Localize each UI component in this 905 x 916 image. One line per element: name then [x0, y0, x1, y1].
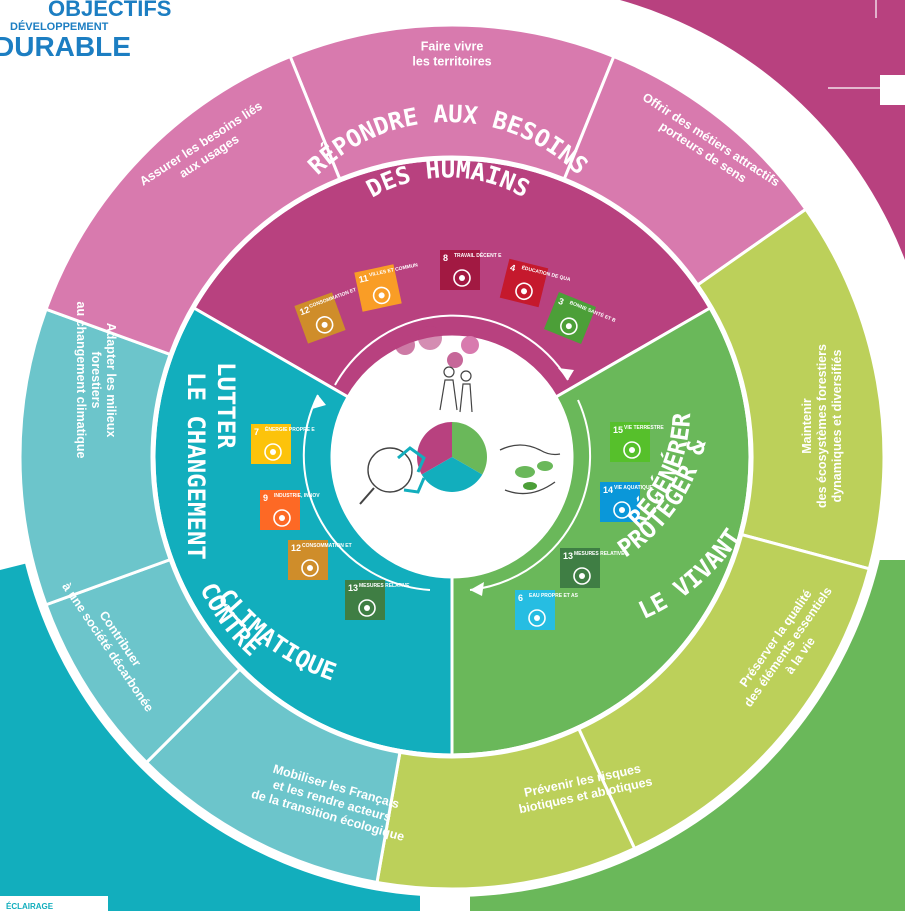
outer-label-line: Faire vivre [421, 40, 484, 54]
outer-label-line: des écosystèmes forestiers [815, 344, 829, 508]
outer-ring [18, 23, 886, 891]
outer-label-line: dynamiques et diversifiés [830, 350, 844, 503]
title-climat-line2: LE CHANGEMENT [182, 372, 210, 560]
book-icon [515, 282, 533, 301]
outer-label-line: les territoires [412, 55, 491, 69]
svg-text:7: 7 [254, 427, 259, 437]
infinity-icon [315, 316, 334, 334]
svg-text:12: 12 [291, 543, 301, 553]
svg-text:EAU PROPRE ET AS: EAU PROPRE ET AS [529, 593, 579, 599]
svg-text:ÉNERGIE PROPRE E: ÉNERGIE PROPRE E [265, 425, 315, 433]
header-line1: OBJECTIFS [48, 0, 171, 21]
people-flowers-illustration [395, 326, 479, 413]
svg-text:4: 4 [509, 262, 516, 273]
sdg-icon-8: 8 TRAVAIL DÉCENT E [440, 250, 502, 290]
svg-text:CONSOMMATION ET: CONSOMMATION ET [302, 543, 352, 549]
title-climat-line1: LUTTER [212, 362, 240, 449]
heartbeat-icon [560, 317, 578, 335]
outer-label-line: Maintenir [800, 398, 814, 454]
eye-globe-icon [573, 567, 591, 585]
svg-text:12: 12 [298, 304, 311, 317]
outer-segment [44, 54, 342, 357]
svg-text:13: 13 [563, 551, 573, 561]
growth-chart-icon [453, 269, 471, 287]
svg-text:13: 13 [348, 583, 358, 593]
svg-text:VIE TERRESTRE: VIE TERRESTRE [624, 425, 664, 431]
tree-icon [623, 441, 641, 459]
svg-text:3: 3 [557, 296, 565, 307]
background-green-corner [470, 560, 905, 911]
background-pink-corner [620, 0, 905, 260]
svg-text:MESURES RELATIVE: MESURES RELATIVE [359, 583, 410, 589]
footer-tag: ÉCLAIRAGE [0, 896, 108, 916]
sdg-icon-6: 6 EAU PROPRE ET AS [515, 590, 579, 630]
svg-text:14: 14 [603, 485, 613, 495]
svg-text:9: 9 [263, 493, 268, 503]
eye-globe-icon [358, 599, 376, 617]
svg-text:6: 6 [518, 593, 523, 603]
sdg-icon-9: 9 INDUSTRIE, INNOV [260, 490, 320, 530]
background-teal-corner [0, 560, 420, 911]
footer-tag-text: ÉCLAIRAGE [6, 902, 54, 911]
infinity-icon [301, 559, 319, 577]
outer-label-line: au changement climatique [74, 302, 88, 459]
svg-text:MESURES RELATIVE: MESURES RELATIVE [574, 551, 625, 557]
svg-text:15: 15 [613, 425, 623, 435]
recycle-magnifier-illustration [359, 446, 426, 505]
outer-label-line: Adapter les milieux [104, 323, 118, 438]
outer-label-line: forestiers [89, 352, 103, 409]
sun-icon [264, 443, 282, 461]
svg-text:8: 8 [443, 253, 448, 263]
hands-plants-illustration [499, 444, 561, 495]
header-logo: OBJECTIFS DÉVELOPPEMENT DURABLE [0, 0, 171, 62]
header-line2: DÉVELOPPEMENT [10, 20, 109, 33]
city-icon [372, 286, 391, 305]
center-mini-pie [417, 422, 487, 492]
fish-icon [613, 501, 631, 519]
svg-text:INDUSTRIE, INNOV: INDUSTRIE, INNOV [274, 493, 320, 499]
svg-text:VIE AQUATIQUE: VIE AQUATIQUE [614, 485, 654, 491]
arrow-heads [312, 368, 574, 596]
water-drop-icon [528, 609, 546, 627]
svg-text:11: 11 [358, 273, 369, 285]
cubes-icon [273, 509, 291, 527]
header-line3: DURABLE [0, 31, 131, 62]
svg-text:TRAVAIL DÉCENT E: TRAVAIL DÉCENT E [454, 251, 502, 259]
cycle-arrows [302, 314, 592, 591]
sdg-icon-7: 7 ÉNERGIE PROPRE E [251, 424, 315, 464]
